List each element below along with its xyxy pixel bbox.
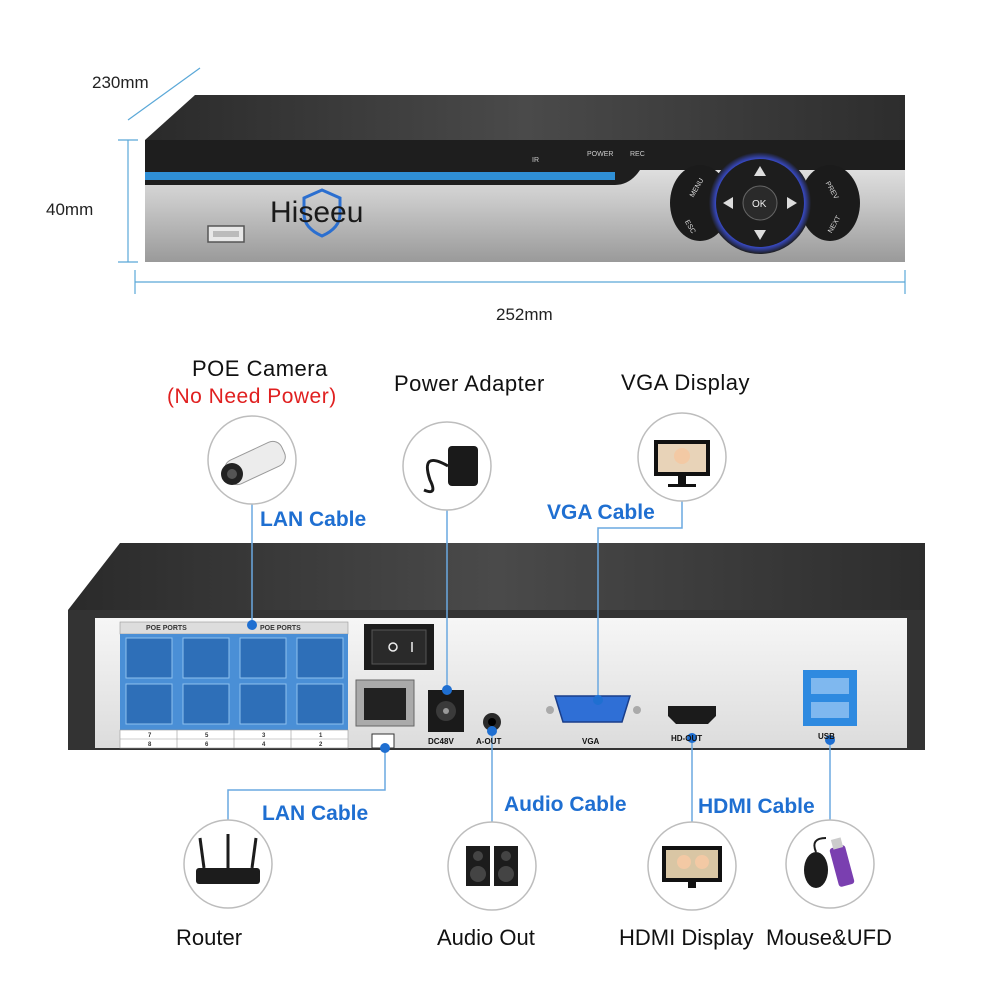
router-icon xyxy=(196,834,260,884)
poe-camera-note: (No Need Power) xyxy=(167,385,337,408)
power-indicator: POWER xyxy=(587,151,613,158)
lan-cable-router-label: LAN Cable xyxy=(262,802,369,825)
power-joint xyxy=(442,685,452,695)
audio-port-label: A-OUT xyxy=(476,737,501,746)
router-title: Router xyxy=(176,925,243,950)
lan-cable-camera-label: LAN Cable xyxy=(260,508,367,531)
tv-icon xyxy=(662,846,722,888)
speaker-icon xyxy=(466,846,518,886)
lan-camera-joint xyxy=(247,620,257,630)
hdmi-display-title: HDMI Display xyxy=(619,925,754,950)
poe-header-right: POE PORTS xyxy=(260,625,301,632)
vga-display-title: VGA Display xyxy=(621,370,750,395)
power-adapter-icon xyxy=(423,446,478,494)
depth-dimension: 230mm xyxy=(92,73,149,92)
vga-cable-label: VGA Cable xyxy=(547,501,655,524)
hdmi-cable-label: HDMI Cable xyxy=(698,795,815,818)
port-number: 4 xyxy=(262,742,266,748)
dvr-rear-unit xyxy=(68,543,925,750)
usb-port-label: USB xyxy=(818,732,835,741)
width-dimension: 252mm xyxy=(496,305,553,324)
ok-button-label: OK xyxy=(752,199,767,210)
connection-lines xyxy=(227,500,831,822)
audio-out-title: Audio Out xyxy=(437,925,535,950)
port-number: 3 xyxy=(262,733,266,739)
monitor-icon xyxy=(654,440,710,487)
audio-joint xyxy=(487,726,497,736)
mouse-ufd-title: Mouse&UFD xyxy=(766,925,892,950)
poe-header-left: POE PORTS xyxy=(146,625,187,632)
port-number: 5 xyxy=(205,733,209,739)
dc-port-label: DC48V xyxy=(428,737,454,746)
port-number: 8 xyxy=(148,742,152,748)
port-number: 6 xyxy=(205,742,209,748)
port-number: 2 xyxy=(319,742,323,748)
audio-cable-label: Audio Cable xyxy=(504,793,627,816)
usb-joint xyxy=(825,735,835,745)
dimension-lines xyxy=(118,67,906,294)
brand-logo: Hiseeu xyxy=(270,196,363,229)
ir-indicator: IR xyxy=(532,157,539,164)
power-adapter-title: Power Adapter xyxy=(394,371,545,396)
hdmi-port-label: HD-OUT xyxy=(671,734,702,743)
hdmi-joint xyxy=(687,733,697,743)
camera-icon xyxy=(221,440,286,486)
height-dimension: 40mm xyxy=(46,200,94,219)
vga-joint xyxy=(593,695,603,705)
rec-indicator: REC xyxy=(630,151,645,158)
dvr-front-unit xyxy=(145,95,905,262)
mouse-icon xyxy=(804,837,828,888)
vga-port-label: VGA xyxy=(582,737,600,746)
port-number: 7 xyxy=(148,733,152,739)
poe-camera-title: POE Camera xyxy=(192,356,328,381)
port-number: 1 xyxy=(319,733,323,739)
lan-router-joint xyxy=(380,743,390,753)
usb-drive-icon xyxy=(829,837,855,887)
